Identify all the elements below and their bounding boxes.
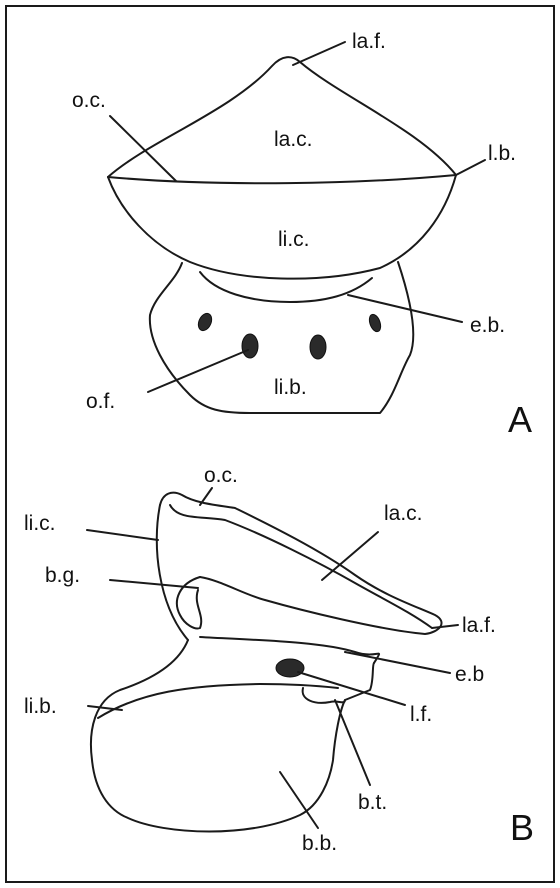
label-b-lic: li.c. — [24, 512, 56, 535]
leader-b-bb — [280, 772, 318, 828]
label-b-bt: b.t. — [358, 791, 387, 814]
foramen-center-left — [242, 334, 258, 358]
leader-a-of — [148, 350, 248, 392]
label-b-lib: li.b. — [24, 695, 57, 718]
label-b-eb: e.b — [455, 663, 484, 686]
leader-b-bg — [110, 580, 198, 588]
root-outline-b — [91, 640, 374, 832]
foramen-left — [196, 311, 214, 332]
label-a-of: o.f. — [86, 390, 115, 413]
leader-a-laf — [293, 42, 345, 65]
foramen-right — [367, 313, 383, 333]
label-a-lb: l.b. — [488, 142, 516, 165]
panel-b: o.c. li.c. la.c. b.g. la.f. e.b l.f. li.… — [24, 464, 534, 855]
label-a-lac: la.c. — [274, 128, 313, 151]
label-b-oc: o.c. — [204, 464, 238, 487]
label-a-eb: e.b. — [470, 314, 505, 337]
label-b-lf: l.f. — [410, 703, 432, 726]
enamel-boundary-arc — [200, 272, 372, 302]
lingual-foramen — [276, 659, 304, 677]
labial-crown-outline — [108, 57, 456, 177]
lingual-crown-outline — [108, 175, 456, 279]
panel-b-letter: B — [510, 807, 534, 848]
occlusal-ridge-line — [108, 175, 456, 183]
label-b-laf: la.f. — [462, 614, 496, 637]
label-b-bb: b.b. — [302, 832, 337, 855]
basal-tubercle-curl — [303, 688, 345, 703]
leader-b-lic — [87, 530, 158, 540]
leader-a-eb — [348, 295, 462, 322]
label-a-laf: la.f. — [352, 30, 386, 53]
label-b-bg: b.g. — [45, 564, 80, 587]
label-a-oc: o.c. — [72, 89, 106, 112]
leader-a-lb — [456, 160, 485, 175]
leader-b-laf — [432, 625, 458, 628]
leader-a-oc — [110, 116, 176, 181]
panel-a: la.f. o.c. la.c. l.b. li.c. e.b. o.f. li… — [72, 30, 532, 440]
label-a-lic: li.c. — [278, 228, 310, 251]
label-b-lac: la.c. — [384, 502, 423, 525]
leader-b-lac — [322, 532, 378, 580]
panel-a-letter: A — [508, 399, 532, 440]
leader-b-eb — [345, 652, 450, 673]
foramen-center-right — [310, 335, 326, 359]
leader-b-lf — [298, 672, 405, 705]
basal-groove-curl — [177, 577, 201, 628]
leader-b-bt — [335, 700, 370, 785]
label-a-lib: li.b. — [274, 376, 307, 399]
